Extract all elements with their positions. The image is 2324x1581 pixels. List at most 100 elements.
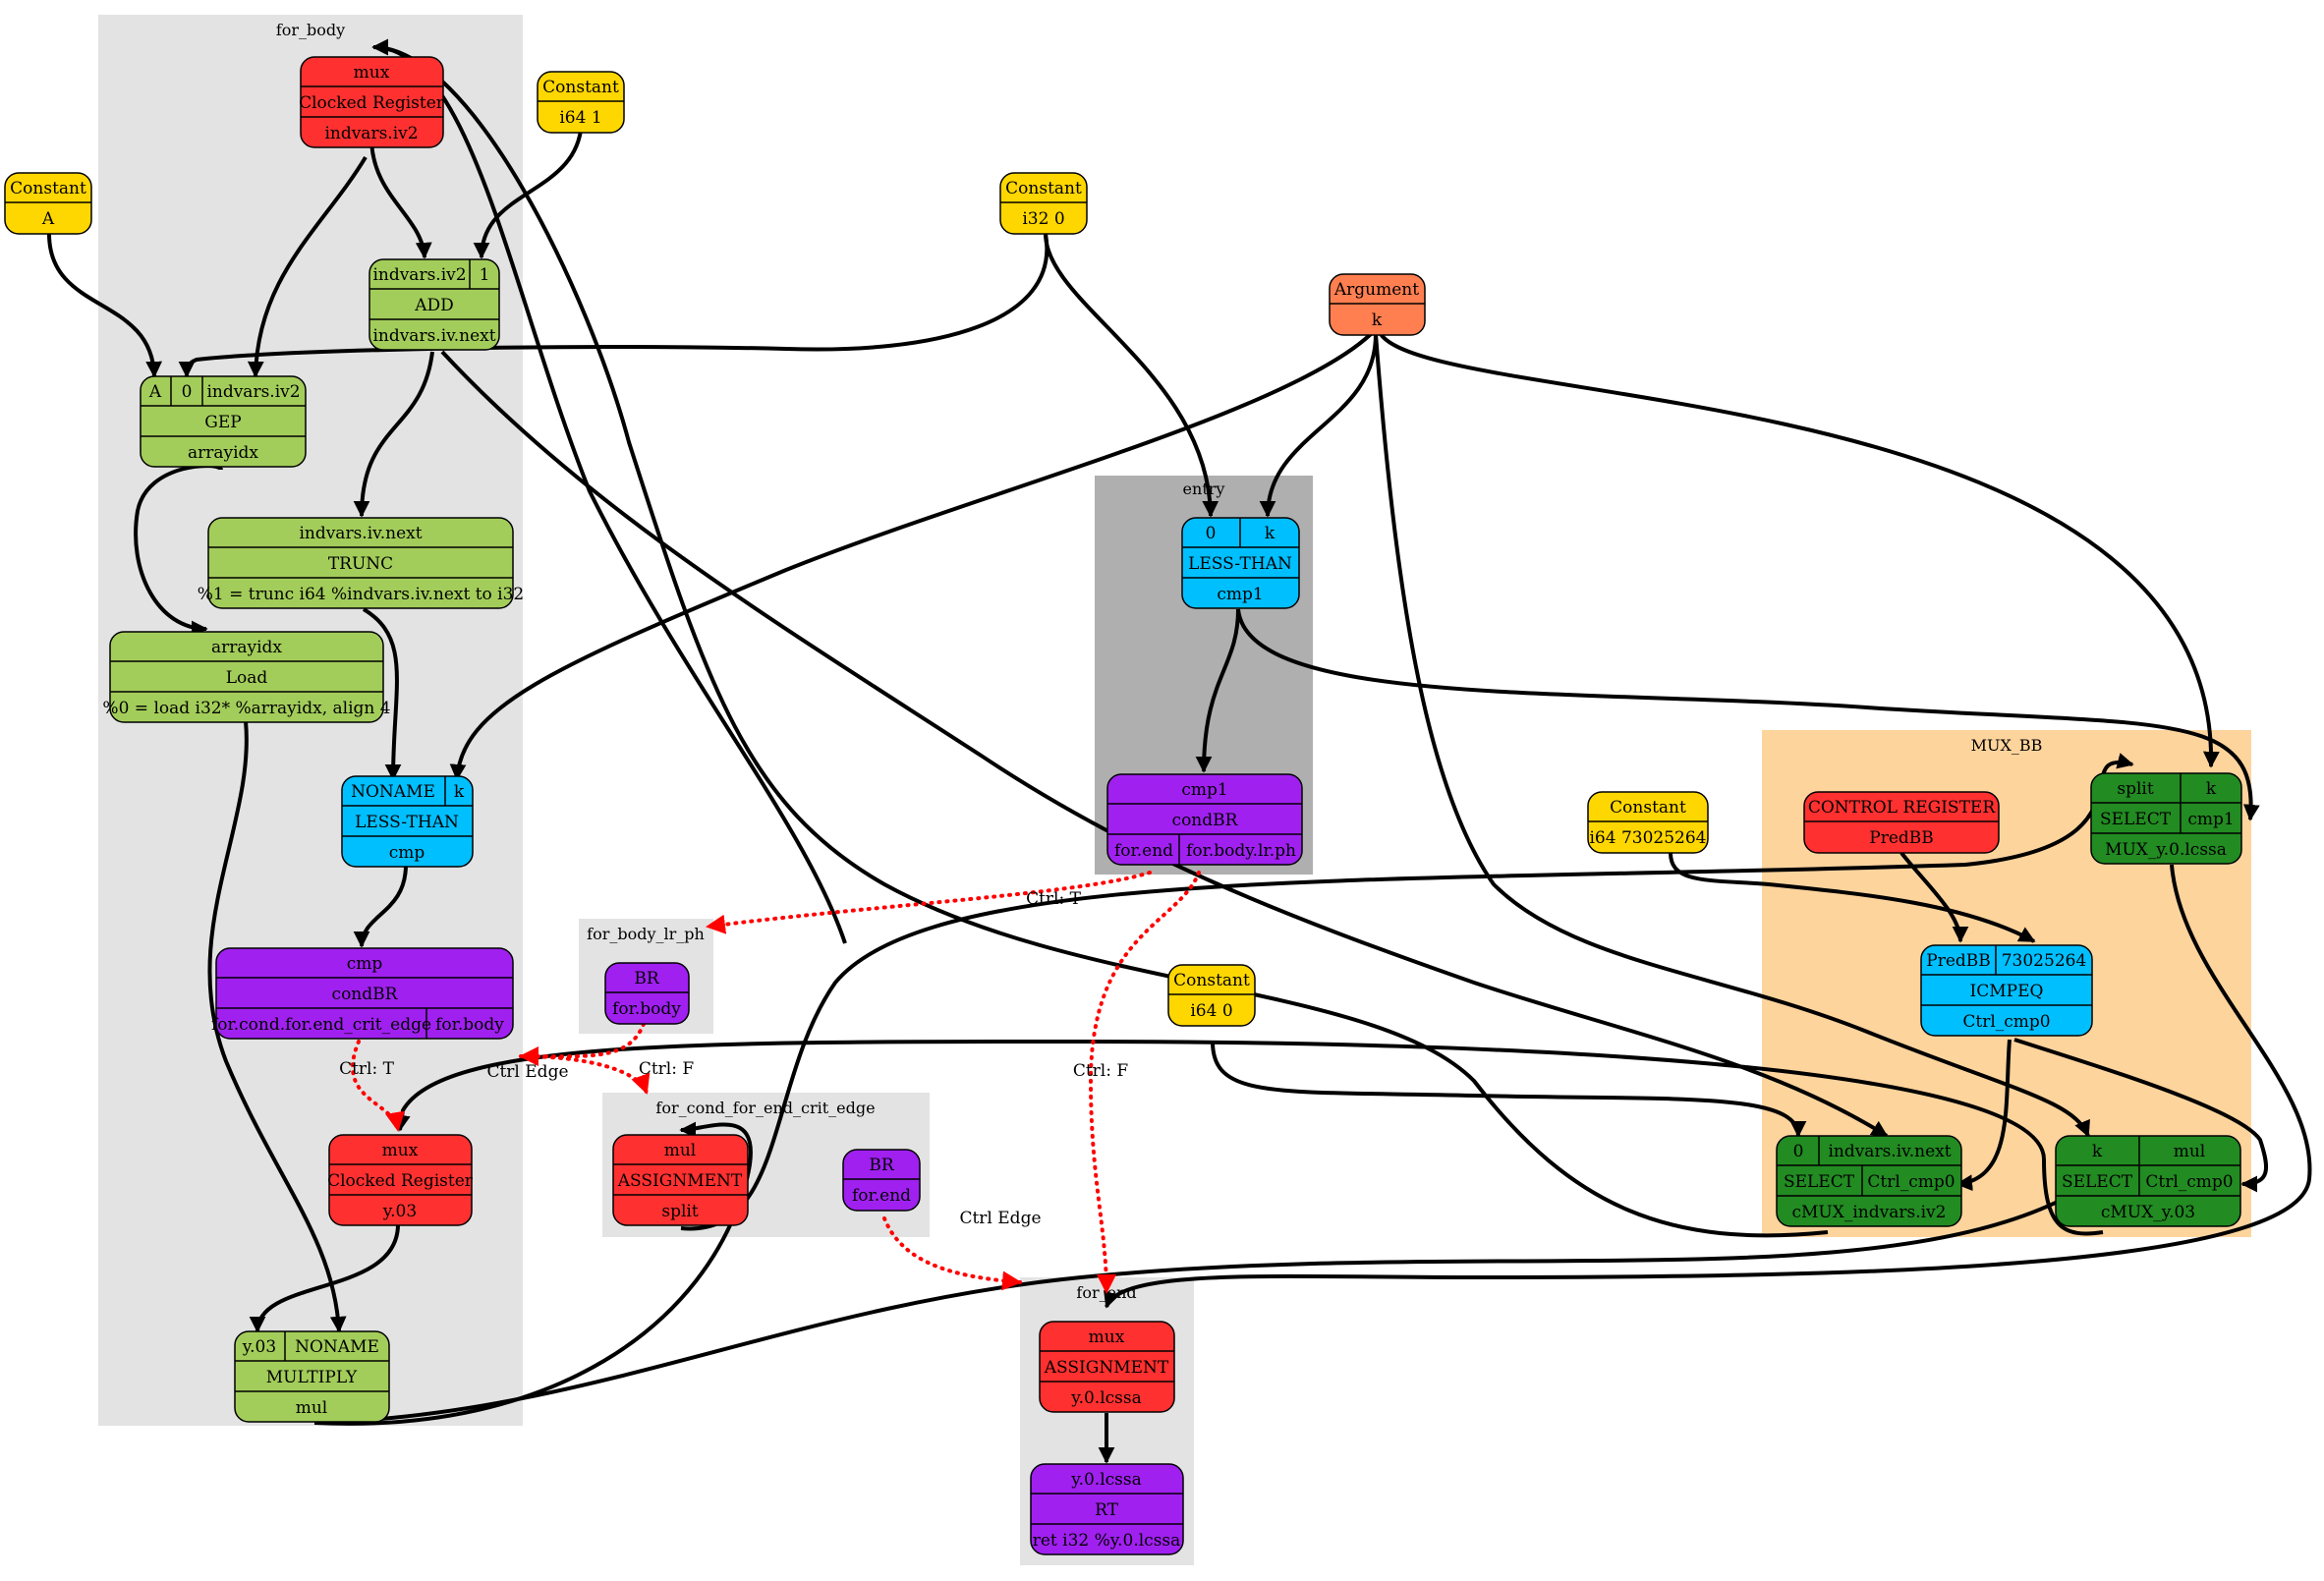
- node-result: mul: [296, 1398, 328, 1418]
- node-condbr-cmp1[interactable]: cmp1 condBR for.end for.body.lr.ph: [1106, 773, 1303, 866]
- node-condbr-cmp[interactable]: cmp condBR for.cond.for.end_crit_edge fo…: [211, 947, 514, 1040]
- node-cmux-indvars-iv2[interactable]: 0 indvars.iv.next SELECT Ctrl_cmp0 cMUX_…: [1776, 1135, 1962, 1227]
- node-select-mux-y0-lcssa[interactable]: split k SELECT cmp1 MUX_y.0.lcssa: [2090, 772, 2242, 865]
- node-mux-y03[interactable]: mux Clocked Register y.03: [327, 1134, 474, 1226]
- node-operation: GEP: [204, 413, 241, 432]
- edge-labels: Ctrl: T Ctrl: F Ctrl: T Ctrl Edge Ctrl: …: [339, 889, 1128, 1228]
- node-operation: Clocked Register: [327, 1171, 474, 1191]
- edge-const-i32-0-to-lt-cmp1: [1044, 233, 1219, 518]
- node-operand: PredBB: [1926, 951, 1991, 971]
- node-label: Constant: [542, 78, 619, 97]
- node-load[interactable]: arrayidx Load %0 = load i32* %arrayidx, …: [102, 631, 391, 723]
- edge-icmpeq-to-cmux-iv: [1956, 1039, 2012, 1192]
- node-target: for.cond.for.end_crit_edge: [211, 1015, 431, 1035]
- node-argument-k[interactable]: Argument k: [1329, 273, 1426, 336]
- node-less-than-cmp[interactable]: NONAME k LESS-THAN cmp: [341, 775, 474, 868]
- node-result: Ctrl_cmp0: [1962, 1012, 2050, 1032]
- node-multiply[interactable]: y.03 NONAME MULTIPLY mul: [234, 1330, 390, 1423]
- node-cmux-y03[interactable]: k mul SELECT Ctrl_cmp0 cMUX_y.03: [2055, 1135, 2241, 1227]
- node-operand: 0: [182, 382, 193, 402]
- node-less-than-cmp1[interactable]: 0 k LESS-THAN cmp1: [1181, 517, 1300, 609]
- node-assignment-split[interactable]: mul ASSIGNMENT split: [612, 1134, 749, 1226]
- node-result: arrayidx: [188, 443, 258, 463]
- node-mux-indvars-iv2[interactable]: mux Clocked Register indvars.iv2: [299, 56, 445, 148]
- node-operand: k: [1265, 524, 1275, 543]
- node-operand: NONAME: [295, 1337, 379, 1357]
- node-constant-i32-0[interactable]: Constant i32 0: [999, 172, 1088, 235]
- node-operand: mul: [2174, 1142, 2206, 1161]
- node-operand: cmp1: [2187, 810, 2234, 829]
- node-opcode: BR: [634, 969, 659, 988]
- node-operand: y.0.lcssa: [1070, 1470, 1142, 1490]
- node-operation: Clocked Register: [299, 93, 445, 113]
- node-assignment-y0-lcssa[interactable]: mux ASSIGNMENT y.0.lcssa: [1039, 1321, 1175, 1413]
- node-constant-i64-0[interactable]: Constant i64 0: [1167, 964, 1256, 1027]
- node-br-for-end[interactable]: BR for.end: [842, 1149, 921, 1212]
- node-return[interactable]: y.0.lcssa RT ret i32 %y.0.lcssa: [1030, 1463, 1184, 1555]
- node-operand: mul: [664, 1141, 697, 1160]
- node-operation: Load: [226, 668, 268, 688]
- node-result: indvars.iv2: [324, 124, 418, 143]
- node-trunc[interactable]: indvars.iv.next TRUNC %1 = trunc i64 %in…: [198, 517, 525, 609]
- node-label: Constant: [1173, 971, 1250, 990]
- node-gep[interactable]: A 0 indvars.iv2 GEP arrayidx: [140, 375, 307, 468]
- node-operation: condBR: [332, 985, 399, 1004]
- edge-lt-cmp-to-condbr: [353, 864, 408, 948]
- node-label: Argument: [1333, 280, 1419, 300]
- node-result: y.03: [382, 1202, 417, 1221]
- edge-add-to-mux-iv-feedback: [371, 38, 847, 944]
- node-operand: 73025264: [2002, 951, 2087, 971]
- edge-const-a-to-gep: [47, 233, 163, 378]
- node-label: Constant: [1610, 798, 1686, 818]
- edge-label-ctrl-t: Ctrl: T: [339, 1059, 395, 1079]
- control-edges: [350, 871, 1201, 1294]
- node-opcode: BR: [869, 1156, 894, 1175]
- node-result: %1 = trunc i64 %indvars.iv.next to i32: [198, 585, 525, 604]
- node-value: A: [41, 209, 55, 229]
- node-operation: ADD: [414, 296, 454, 315]
- edge-select-split-to-assign-lcssa: [1104, 864, 2312, 1309]
- node-opcode: mux: [1089, 1327, 1125, 1347]
- node-br-for-body[interactable]: BR for.body: [604, 962, 690, 1025]
- edge-cmp1-to-condbr: [1195, 608, 1240, 773]
- node-label: Constant: [1005, 179, 1082, 198]
- edge-load-to-mul: [207, 720, 347, 1333]
- node-constant-a[interactable]: Constant A: [4, 172, 92, 235]
- node-icmpeq[interactable]: PredBB 73025264 ICMPEQ Ctrl_cmp0: [1920, 944, 2093, 1037]
- node-operand: indvars.iv2: [372, 265, 466, 285]
- edge-arg-k-to-lt-cmp1: [1259, 333, 1378, 518]
- edge-br-forend-to-for-end: [882, 1216, 1022, 1291]
- node-operand: Ctrl_cmp0: [2145, 1172, 2233, 1192]
- node-target: for.end: [852, 1186, 911, 1206]
- node-operand: 0: [1206, 524, 1217, 543]
- edge-br-forbody-to-for-body: [519, 1022, 646, 1067]
- node-value: i64 73025264: [1590, 828, 1707, 848]
- node-operand: y.03: [242, 1337, 276, 1357]
- node-target: for.body: [435, 1015, 504, 1035]
- edge-add-to-trunc: [353, 351, 434, 518]
- node-operation: RT: [1095, 1500, 1119, 1520]
- node-operand: NONAME: [351, 782, 435, 802]
- node-target: for.body: [612, 999, 681, 1019]
- edge-condbr-cmp1-to-for-end: [1088, 871, 1201, 1294]
- node-operand: indvars.iv.next: [1828, 1142, 1951, 1161]
- node-result: MUX_y.0.lcssa: [2105, 840, 2227, 860]
- node-value: PredBB: [1869, 828, 1934, 848]
- node-value: i32 0: [1022, 209, 1064, 229]
- node-operand: k: [2092, 1142, 2103, 1161]
- node-operation: TRUNC: [328, 554, 393, 574]
- node-constant-i64-1[interactable]: Constant i64 1: [537, 71, 625, 134]
- cluster-label: entry: [1183, 480, 1225, 498]
- edge-condbr-cmp-to-mux-y03: [350, 1040, 405, 1132]
- edge-ctrl-reg-to-icmpeq: [1899, 851, 1969, 943]
- node-control-register[interactable]: CONTROL REGISTER PredBB: [1803, 791, 2000, 854]
- edge-mux-y03-to-mul: [249, 1223, 400, 1333]
- node-target: for.body.lr.ph: [1186, 841, 1296, 861]
- node-add[interactable]: indvars.iv2 1 ADD indvars.iv.next: [368, 258, 500, 351]
- node-operation: LESS-THAN: [355, 813, 459, 832]
- node-opcode: mux: [382, 1141, 419, 1160]
- node-operand: k: [454, 782, 465, 802]
- node-constant-i64-73025264[interactable]: Constant i64 73025264: [1587, 791, 1709, 854]
- edge-condbr-cmp1-to-br-forbody: [706, 871, 1152, 934]
